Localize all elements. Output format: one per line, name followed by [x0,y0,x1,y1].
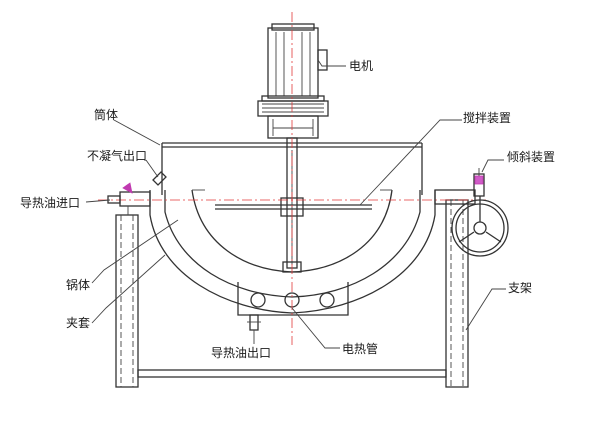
noncondensable-outlet-nozzle [152,171,167,186]
oil-outlet-pipe [247,314,261,331]
label-agitator: 搅拌装置 [463,110,511,125]
label-pot-body: 锅体 [66,277,90,292]
label-jacket: 夹套 [66,316,90,330]
heating-tube-3 [319,292,335,308]
heater-box [237,282,349,316]
label-oil-inlet: 导热油进口 [20,196,80,210]
gear-reducer [257,100,329,139]
motor [261,23,328,102]
label-bracket: 支架 [508,281,532,295]
label-oil-outlet: 导热油出口 [211,346,271,360]
agitator-blade [215,197,372,217]
bottom-tie-bar [137,369,447,378]
label-tilting-device: 倾斜装置 [507,150,555,164]
right-support-column [445,199,469,388]
leader-lines [85,59,506,349]
oil-inlet-trunnion [107,182,151,215]
heating-tube-1 [250,292,266,308]
label-cylinder: 筒体 [94,107,118,122]
label-heating-tube: 电热管 [342,341,378,356]
pot-body-inner-wall [164,190,421,298]
label-motor: 电机 [349,59,373,73]
label-noncondensable-outlet: 不凝气出口 [87,148,147,163]
tilting-device [434,168,509,257]
left-support-column [115,214,139,388]
handwheel-hub [473,221,487,235]
